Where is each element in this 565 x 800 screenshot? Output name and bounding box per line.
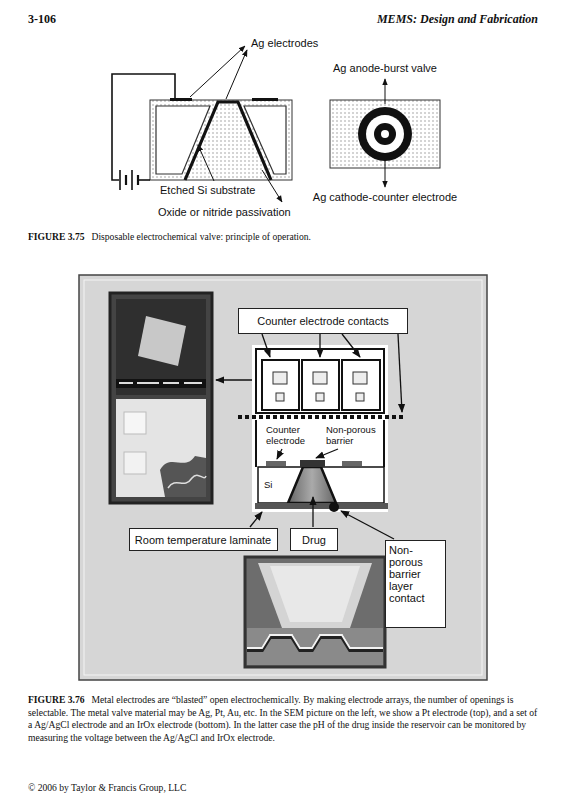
sem-photo-top-left [110, 293, 256, 503]
part-label: Etched Si substrate [160, 184, 255, 196]
figure-number: FIGURE 3.76 [28, 694, 85, 705]
figure-panel [79, 275, 487, 680]
figure-caption: FIGURE 3.76Metal electrodes are “blasted… [28, 694, 538, 744]
valve-top-view [330, 79, 440, 187]
valve-cross-section [112, 74, 292, 190]
part-label: Non-porous barrier [326, 424, 376, 446]
figure-number: FIGURE 3.75 [28, 231, 85, 242]
part-label: Ag electrodes [251, 37, 318, 49]
copyright-note: © 2006 by Taylor & Francis Group, LLC [28, 782, 186, 795]
device-schematic [238, 345, 403, 512]
box-label: Room temperature laminate [135, 534, 271, 546]
sem-photo-bottom [245, 557, 385, 667]
label-box: Room temperature laminate [129, 528, 278, 551]
part-label: Etched Si substrate [160, 184, 255, 196]
copyright-note: © 2006 by Taylor & Francis Group, LLC [28, 782, 186, 793]
part-label: Counter electrode [266, 424, 316, 446]
caption-text: Disposable electrochemical valve: princi… [92, 231, 312, 242]
box-label: Drug [302, 534, 326, 546]
part-label: Si [264, 479, 272, 490]
leader-lines [250, 334, 402, 539]
part-label: Si [264, 479, 272, 490]
running-head: MEMS: Design and Fabrication [377, 12, 538, 27]
part-label: Ag anode-burst valve [333, 62, 437, 74]
part-label: Counter electrode [266, 424, 305, 446]
label-box: Non-porous barrier layer contact [385, 540, 446, 628]
figure-caption: FIGURE 3.75 Disposable electrochemical va… [28, 231, 538, 244]
part-label: Ag electrodes [251, 37, 318, 49]
caption-text: Metal electrodes are “blasted” open elec… [28, 694, 537, 743]
part-label: Ag cathode-counter electrode [313, 191, 457, 203]
page-number: 3-106 [28, 12, 56, 26]
label-box: Drug [290, 528, 338, 551]
part-label: Non-porous barrier [326, 424, 382, 446]
part-label: Oxide or nitride passivation [158, 206, 291, 218]
leader-lines [190, 46, 282, 202]
box-label: Non-porous barrier layer contact [389, 544, 442, 604]
page-number: 3-106 [28, 12, 56, 27]
box-label: Counter electrode contacts [257, 315, 388, 327]
running-head: MEMS: Design and Fabrication [377, 12, 538, 26]
part-label: Oxide or nitride passivation [158, 206, 291, 218]
part-label: Ag anode-burst valve [333, 62, 437, 74]
part-label: Ag cathode-counter electrode [313, 191, 457, 203]
label-box: Counter electrode contacts [238, 308, 408, 334]
